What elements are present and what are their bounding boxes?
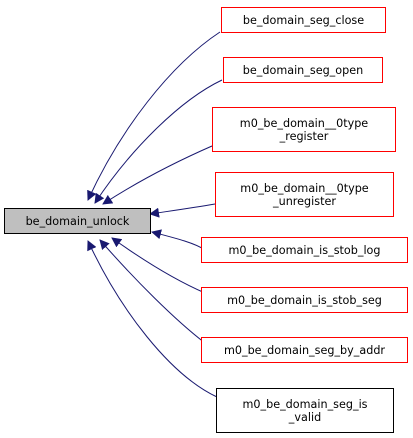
- caller-label-line2: _valid: [288, 410, 322, 424]
- caller-node-m0-be-domain-seg-is-valid[interactable]: m0_be_domain_seg_is _valid: [216, 388, 394, 433]
- edge-be-domain-seg-open: [94, 79, 223, 204]
- caller-node-be-domain-seg-close[interactable]: be_domain_seg_close: [221, 7, 386, 33]
- edge-m0-be-domain-0type-unregister: [149, 203, 216, 218]
- caller-label: m0_be_domain_is_stob_seg: [227, 293, 382, 307]
- edge-m0-be-domain-is-stob-seg: [111, 237, 206, 294]
- caller-node-m0-be-domain-0type-register[interactable]: m0_be_domain__0type _register: [212, 107, 396, 152]
- focus-node-be-domain-unlock: be_domain_unlock: [4, 208, 151, 234]
- caller-label-line1: m0_be_domain_seg_is: [242, 397, 368, 411]
- caller-node-m0-be-domain-0type-unregister[interactable]: m0_be_domain__0type _unregister: [215, 172, 394, 217]
- edge-m0-be-domain-is-stob-log: [151, 229, 206, 251]
- caller-node-m0-be-domain-seg-by-addr[interactable]: m0_be_domain_seg_by_addr: [201, 337, 408, 363]
- caller-label-line1: m0_be_domain__0type: [240, 181, 369, 195]
- edge-m0-be-domain-0type-register: [102, 145, 213, 205]
- caller-label-line2: _register: [279, 129, 329, 143]
- edge-m0-be-domain-seg-by-addr: [99, 239, 206, 344]
- focus-node-label: be_domain_unlock: [25, 214, 130, 228]
- caller-label-line2: _unregister: [273, 194, 336, 208]
- caller-node-m0-be-domain-is-stob-log[interactable]: m0_be_domain_is_stob_log: [201, 237, 408, 263]
- caller-node-be-domain-seg-open[interactable]: be_domain_seg_open: [223, 57, 383, 83]
- caller-label-line1: m0_be_domain__0type: [239, 116, 369, 130]
- edge-m0-be-domain-seg-is-valid: [87, 240, 218, 398]
- edge-be-domain-seg-close: [87, 31, 221, 201]
- caller-label: m0_be_domain_is_stob_log: [228, 243, 381, 257]
- caller-label: m0_be_domain_seg_by_addr: [223, 343, 386, 357]
- caller-label: be_domain_seg_close: [242, 13, 365, 27]
- caller-node-m0-be-domain-is-stob-seg[interactable]: m0_be_domain_is_stob_seg: [201, 287, 408, 313]
- caller-label: be_domain_seg_open: [242, 63, 364, 77]
